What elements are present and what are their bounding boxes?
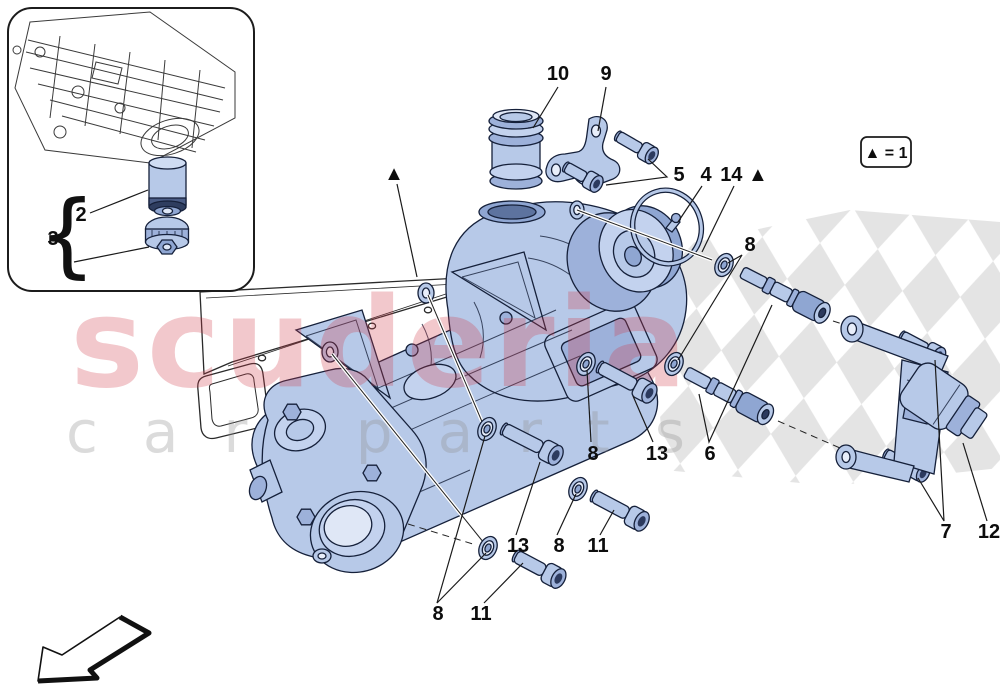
callout-13-right: 13 [646, 443, 668, 465]
bolt-13-left [499, 422, 564, 466]
washer-8 [568, 476, 588, 502]
bolt-5b [613, 130, 659, 165]
callout-8-low: 8 [553, 535, 564, 557]
brace-glyph: { [38, 181, 97, 288]
callout-5: 5 [673, 164, 684, 186]
engine-block-inset [12, 11, 236, 164]
brand-watermark: scuderia [70, 272, 690, 416]
callout-2: 2 [75, 204, 86, 226]
callout-8-bottom: 8 [432, 603, 443, 625]
callout-11-mid: 11 [587, 535, 608, 557]
stud-6-lower [683, 367, 775, 426]
pump-pulley [598, 205, 683, 293]
bolt-11-bottom [511, 549, 567, 589]
oil-filter-cap [144, 216, 190, 255]
washer-8 [576, 351, 596, 377]
direction-arrow-icon [37, 614, 152, 684]
bolt-13-right [595, 360, 658, 404]
callout-14: 14 ▲ [720, 164, 768, 186]
legend-label: ▲ = 1 [865, 145, 908, 162]
pump-front-cover [248, 367, 427, 574]
coolant-pump-assembly [248, 108, 705, 574]
callout-9: 9 [600, 63, 611, 85]
bleed-valve [665, 212, 682, 233]
washer-8 [714, 252, 734, 278]
assembly-axis-lines [330, 208, 853, 546]
stud-6-upper [739, 267, 831, 324]
solenoid-valve [899, 362, 988, 439]
callout-13-left: 13 [507, 535, 529, 557]
o-ring [629, 187, 705, 267]
callout-8-mid: 8 [587, 443, 598, 465]
bolt-5a [561, 161, 604, 193]
callout-12: 12 [978, 521, 1000, 543]
callout-labels: 10 9 5 4 14 ▲ 8 6 13 8 13 8 11 8 11 7 12… [384, 63, 1000, 625]
callout-8-top: 8 [744, 234, 755, 256]
callout-11-bottom: 11 [470, 603, 491, 625]
washer-8 [477, 416, 497, 442]
callout-3: 3 [47, 228, 58, 250]
callout-6: 6 [704, 443, 715, 465]
callout-10: 10 [547, 63, 569, 85]
leader-lines [396, 86, 988, 604]
inset-panel: 2 3 { [7, 7, 255, 292]
bolt-11-mid [589, 489, 650, 532]
water-outlet-port [478, 108, 546, 224]
callout-7: 7 [940, 521, 951, 543]
legend-box: ▲ = 1 [860, 136, 912, 168]
tagline-watermark: car parts [66, 398, 730, 466]
oil-filter [148, 156, 187, 217]
triangle-marker-icon: ▲ [384, 163, 404, 185]
callout-4: 4 [700, 164, 712, 186]
support-bracket-12 [835, 315, 988, 483]
